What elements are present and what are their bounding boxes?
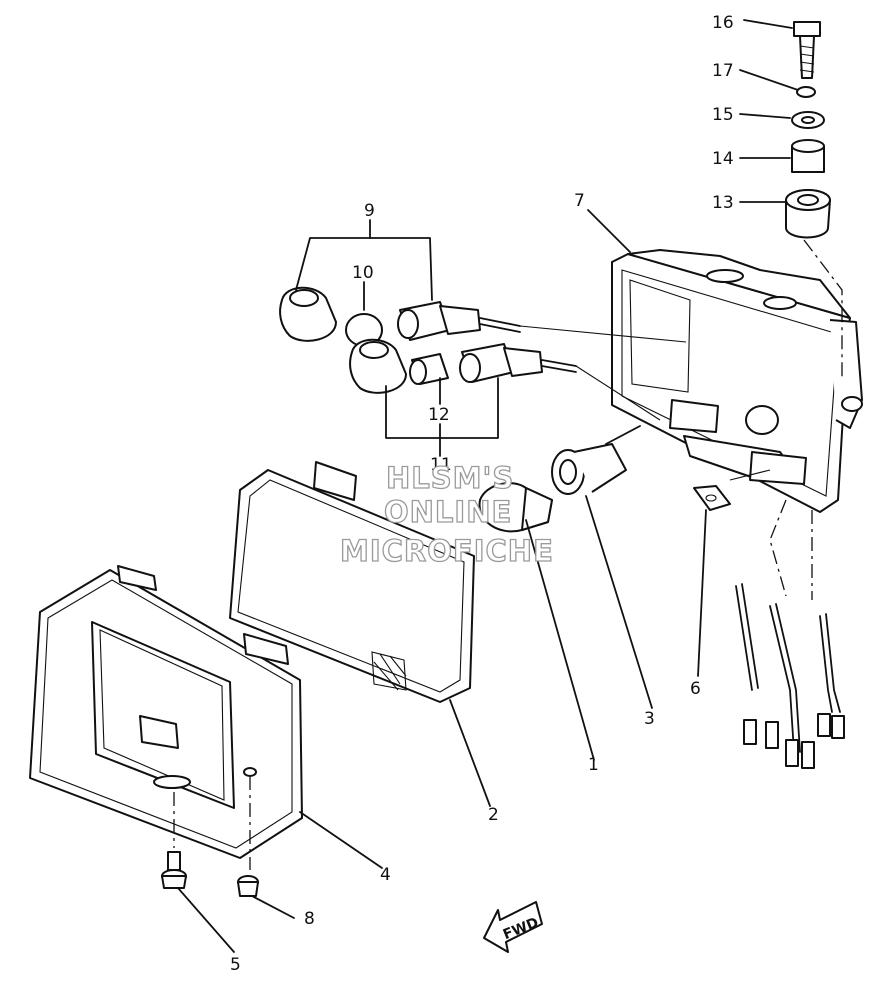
watermark-line-2: ONLINE — [384, 495, 512, 529]
callout-labels: 16 17 15 14 13 7 9 10 12 11 6 3 1 2 4 8 … — [230, 13, 734, 975]
callout-6: 6 — [690, 679, 701, 699]
callout-17: 17 — [712, 61, 734, 81]
lens-part-2 — [229, 461, 475, 703]
screw-part-5 — [161, 851, 187, 889]
callout-12: 12 — [428, 405, 450, 425]
wire-harness — [735, 583, 845, 769]
watermark-line-3: MICROFICHE — [340, 534, 554, 568]
fwd-direction-marker: FWD — [483, 901, 543, 953]
socket-part-3 — [551, 425, 641, 495]
position-lamp-parts — [279, 286, 577, 394]
group-brackets — [295, 219, 499, 457]
mounting-hardware — [785, 21, 831, 239]
assembly-lines — [173, 239, 843, 870]
callout-13: 13 — [712, 193, 734, 213]
callout-3: 3 — [644, 709, 655, 729]
callout-16: 16 — [712, 13, 734, 33]
callout-11: 11 — [430, 455, 452, 475]
callout-1: 1 — [588, 755, 599, 775]
callout-10: 10 — [352, 263, 374, 283]
callout-14: 14 — [712, 149, 734, 169]
housing-part-7 — [611, 249, 863, 513]
clip-nut-part-6 — [693, 485, 731, 511]
callout-5: 5 — [230, 955, 241, 975]
callout-15: 15 — [712, 105, 734, 125]
bulb-part-1 — [478, 482, 553, 533]
callout-8: 8 — [304, 909, 315, 929]
watermark-line-1: HLSM'S — [386, 461, 514, 495]
leader-lines — [177, 19, 799, 953]
screw-part-8 — [237, 875, 259, 897]
rim-part-4 — [29, 565, 303, 859]
callout-9: 9 — [364, 201, 375, 221]
watermark: HLSM'S ONLINE MICROFICHE — [339, 460, 554, 568]
callout-4: 4 — [380, 865, 391, 885]
callout-7: 7 — [574, 191, 585, 211]
callout-2: 2 — [488, 805, 499, 825]
